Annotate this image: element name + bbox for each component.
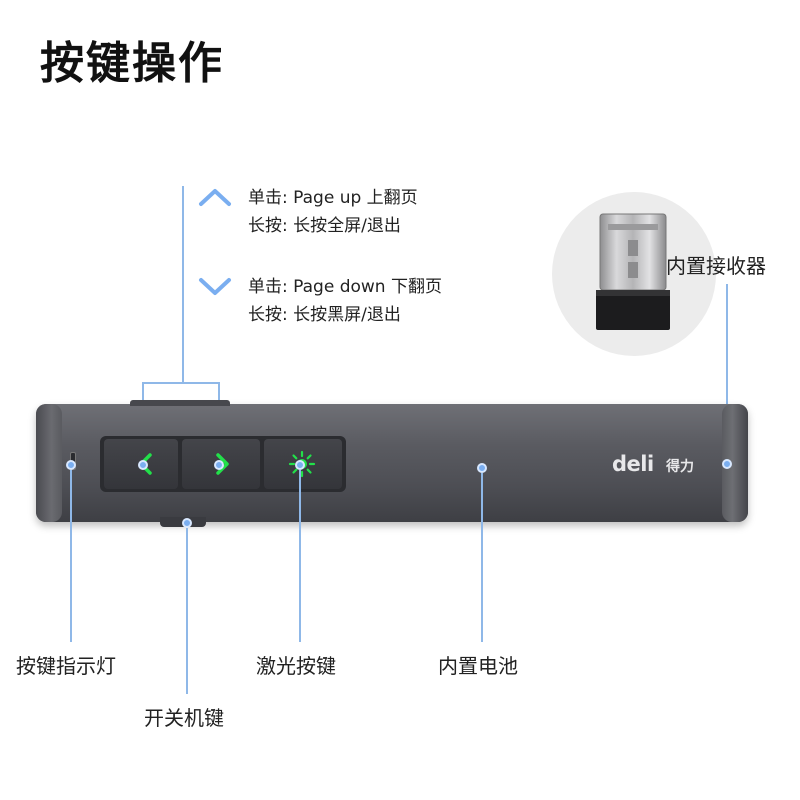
brand-logo: deli (612, 452, 654, 476)
receiver-marker (722, 459, 732, 469)
nav-buttons-bracket (142, 382, 220, 384)
device-top-ridge (130, 400, 230, 406)
laser-button-marker (295, 460, 305, 470)
battery-marker (477, 463, 487, 473)
page-up-hold-text: 长按: 长按全屏/退出 (248, 216, 401, 236)
indicator-label: 按键指示灯 (16, 654, 116, 678)
device-left-cap (36, 404, 62, 522)
laser-pointer-body (36, 404, 748, 522)
nav-buttons-leader-line (182, 186, 184, 384)
button-panel (100, 436, 346, 492)
power-leader-line (186, 528, 188, 694)
indicator-leader-line (70, 470, 72, 642)
chevron-right-icon (216, 453, 229, 475)
receiver-leader-line (726, 284, 728, 464)
battery-label: 内置电池 (438, 654, 518, 678)
chevron-up-icon (199, 189, 231, 206)
page-down-hold-text: 长按: 长按黑屏/退出 (248, 305, 401, 325)
receiver-label: 内置接收器 (666, 254, 766, 278)
receiver-image (552, 192, 716, 356)
page-title: 按键操作 (40, 38, 224, 89)
page-down-click-text: 单击: Page down 下翻页 (248, 277, 442, 297)
page-up-click-text: 单击: Page up 上翻页 (248, 188, 418, 208)
next-button-marker (214, 460, 224, 470)
indicator-marker (66, 460, 76, 470)
laser-label: 激光按键 (256, 654, 336, 678)
power-switch-marker (182, 518, 192, 528)
chevron-down-icon (199, 278, 231, 295)
power-label: 开关机键 (144, 706, 224, 730)
battery-leader-line (481, 473, 483, 642)
laser-leader-line (299, 470, 301, 642)
usb-receiver-icon (596, 213, 670, 330)
prev-button-marker (138, 460, 148, 470)
brand-logo-cn: 得力 (666, 459, 694, 475)
